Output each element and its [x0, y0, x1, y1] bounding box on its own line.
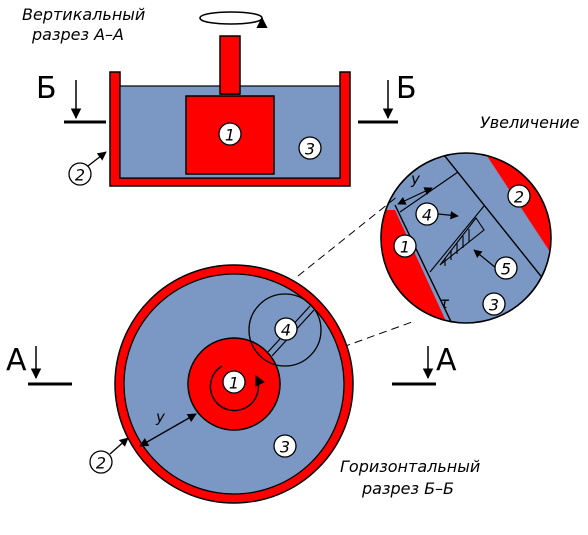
- fluid-number-top: 3: [305, 140, 315, 159]
- wall-pointer: [87, 151, 107, 167]
- zoom-pointer-4: [437, 211, 459, 220]
- zoom-circle-outline: [380, 152, 552, 324]
- vertical-title-line2: разрез А–А: [31, 25, 124, 44]
- zoom-pointer-5: [473, 249, 497, 269]
- fluid-number-circle-bottom: [273, 434, 297, 458]
- wall-pointer-bottom: [109, 437, 129, 455]
- section-mark-a-right: А: [436, 343, 457, 378]
- zoom-rotor-number: 1: [400, 238, 410, 257]
- zoom-title: Увеличение: [480, 113, 580, 132]
- wall-number-bottom: 2: [96, 454, 106, 473]
- y-dimension-bottom: [139, 413, 197, 447]
- section-mark-b-left: Б: [36, 71, 57, 106]
- gap-number-circle-bottom: [274, 317, 298, 341]
- zoom-profile-number: 5: [501, 260, 511, 279]
- fluid-number-bottom: 3: [280, 438, 290, 457]
- wall-number-top: 2: [75, 166, 85, 185]
- section-mark-a-left: А: [6, 343, 27, 378]
- zoom-wall-number: 2: [514, 188, 524, 207]
- zoom-edge-right: [439, 153, 551, 301]
- zoom-connector-top: [297, 195, 399, 277]
- rotation-arrow-icon: [199, 11, 268, 29]
- rotor-number-top: 1: [225, 126, 235, 145]
- horizontal-title-line1: Горизонтальный: [340, 457, 480, 476]
- rotor-number-bottom: 1: [229, 374, 239, 393]
- horizontal-title-line2: разрез Б–Б: [361, 479, 454, 498]
- zoom-tau-symbol: τ: [440, 294, 450, 312]
- zoom-fluid-number-circle: [482, 292, 506, 316]
- zoom-view: Увеличение: [380, 113, 580, 324]
- rotor-number-circle: [218, 122, 242, 146]
- gap-number-bottom: 4: [281, 321, 291, 340]
- rotor-shaft: [219, 35, 241, 95]
- y-symbol-bottom: y: [155, 408, 166, 426]
- vertical-title-line1: Вертикальный: [22, 5, 145, 24]
- fluid-number-circle: [298, 136, 322, 160]
- wall-number-circle-bottom: [89, 450, 113, 474]
- velocity-arrows: [444, 229, 470, 266]
- zoom-y-symbol: y: [410, 170, 421, 188]
- horizontal-section: 1 4 y 3 2 А А Горизонтальный разрез Б–Б: [6, 264, 480, 504]
- rotor-rotation-arrow-icon: [209, 365, 265, 412]
- zoom-y-dimension: [397, 187, 433, 205]
- zoom-profile-number-circle: [494, 256, 518, 280]
- zoom-gap-number: 4: [422, 206, 432, 225]
- wall-number-circle: [68, 162, 92, 186]
- zoom-rotor-number-circle: [393, 234, 417, 258]
- zoom-cross-2: [429, 205, 485, 273]
- zoom-gap-number-circle: [415, 202, 439, 226]
- zoom-wall-number-circle: [507, 184, 531, 208]
- vertical-section: Вертикальный разрез А–А 1 3 2 Б Б: [22, 5, 417, 187]
- zoom-edge-left: [394, 204, 456, 323]
- zoom-fluid-number: 3: [489, 296, 499, 315]
- zoom-region-circle: [248, 293, 322, 367]
- rotor-number-circle-bottom: [222, 370, 246, 394]
- section-mark-b-right: Б: [396, 71, 417, 106]
